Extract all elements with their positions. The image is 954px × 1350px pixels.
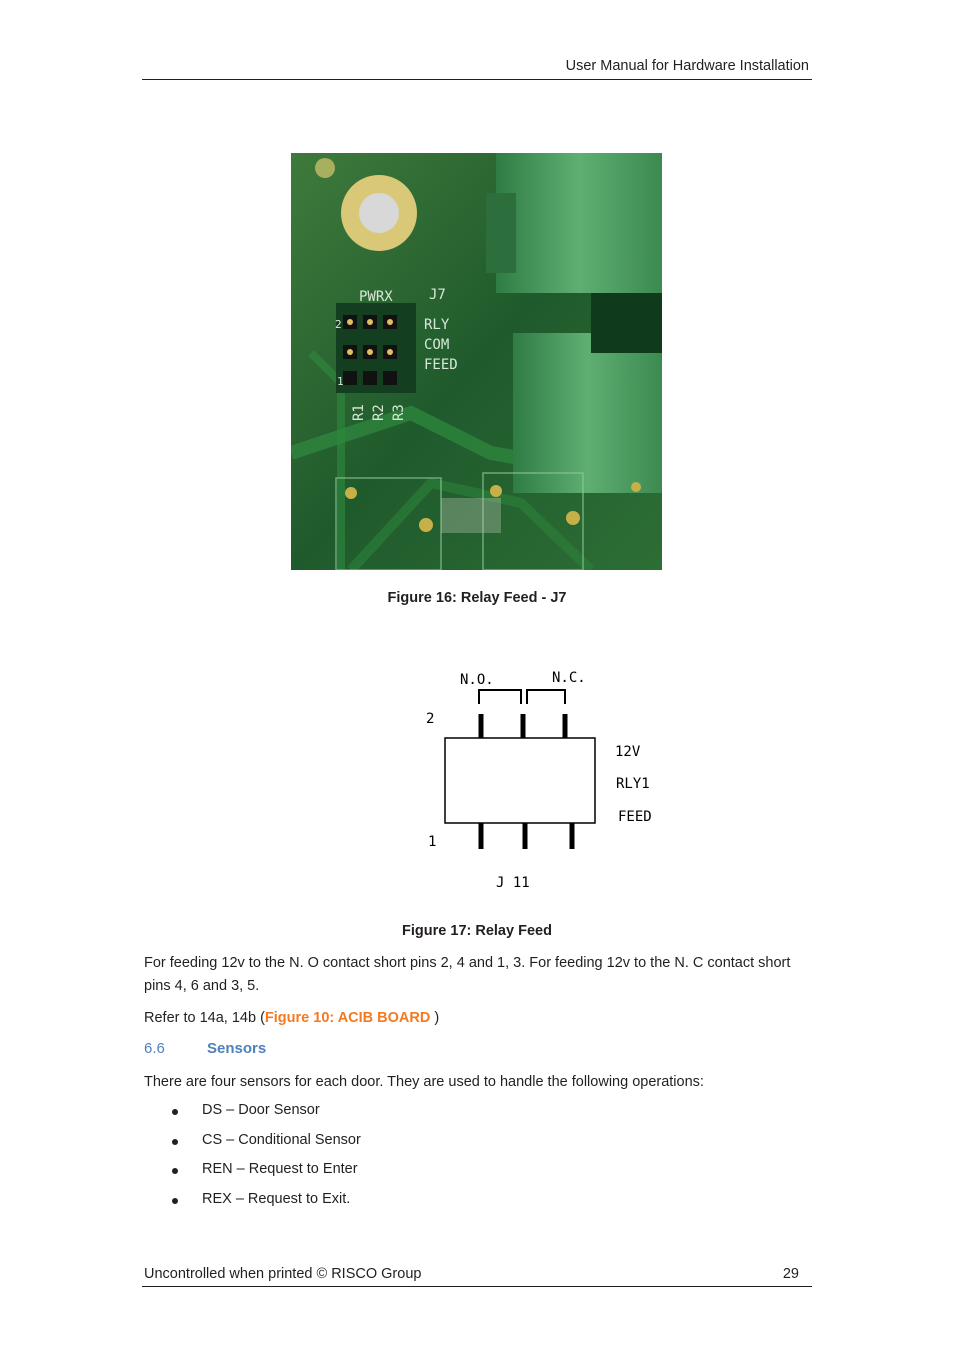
page-number: 29 [782,1266,799,1282]
footer-rule [142,1286,812,1287]
photo-label-r1: R1 [351,404,367,421]
list-item: CS – Conditional Sensor [172,1132,361,1162]
section-title: Sensors [207,1040,267,1057]
sensor-list: DS – Door Sensor CS – Conditional Sensor… [172,1102,361,1221]
reference-suffix: ) [430,1010,440,1026]
photo-label-rly: RLY [424,317,450,333]
label-12v: 12V [615,744,641,760]
bullet-icon [172,1109,178,1115]
reference-prefix: Refer to 14a, 14b ( [144,1010,265,1026]
header-title: User Manual for Hardware Installation [565,58,809,74]
list-item: DS – Door Sensor [172,1102,361,1132]
header-box [444,737,596,824]
bridge-nc [526,689,566,704]
section-number: 6.6 [144,1040,165,1057]
bullet-icon [172,1198,178,1205]
photo-label-feed: FEED [424,357,458,373]
photo-label-r3: R3 [391,404,407,421]
label-pin-2: 2 [426,711,434,727]
photo-label-com: COM [424,337,449,353]
figure-16-caption: Figure 16: Relay Feed - J7 [387,590,567,606]
label-no: N.O. [460,672,494,688]
photo-label-pwrx: PWRX [359,289,393,305]
label-nc: N.C. [552,670,586,686]
label-rly1: RLY1 [616,776,650,792]
bullet-icon [172,1168,178,1175]
footer-copyright: Uncontrolled when printed © RISCO Group [144,1266,422,1282]
list-item: REN – Request to Enter [172,1161,361,1191]
section-intro: There are four sensors for each door. Th… [144,1074,704,1090]
figure-10-link[interactable]: Figure 10: ACIB BOARD [264,1010,431,1026]
list-item: REX – Request to Exit. [172,1191,361,1221]
label-feed: FEED [618,809,652,825]
header-rule [142,79,812,80]
label-pin-1: 1 [428,834,436,850]
relay-feed-j7-photo: PWRX J7 2 1 RLY COM FEED R1 R2 R3 [291,153,662,570]
photo-label-pin-bottom: 1 [337,375,344,388]
relay-feed-diagram: N.O. N.C. 2 1 12V RLY1 FEED J 11 [426,670,652,891]
photo-label-r2: R2 [371,404,387,421]
paragraph-reference: Refer to 14a, 14b (Figure 10: ACIB BOARD… [144,1007,812,1030]
figure-17-caption: Figure 17: Relay Feed [402,923,552,939]
bridge-no [478,689,522,704]
bullet-icon [172,1138,178,1145]
photo-label-j7: J7 [429,287,446,303]
photo-label-pin-top: 2 [335,318,342,331]
paragraph-pin-instructions: For feeding 12v to the N. O contact shor… [144,955,791,994]
label-j11: J 11 [496,875,530,891]
